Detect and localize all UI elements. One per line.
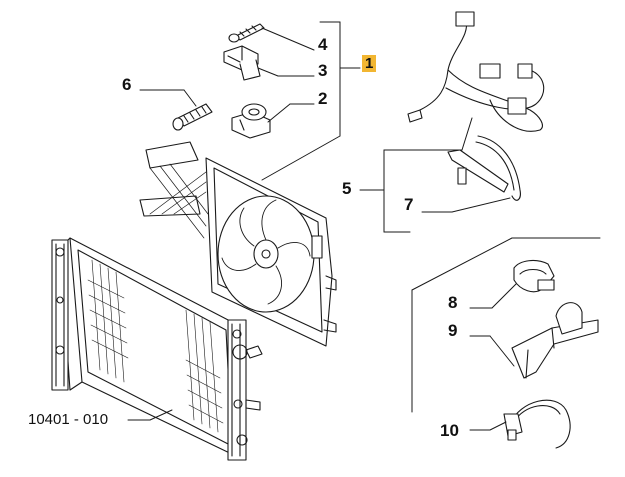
callout-7: 7 [404, 195, 414, 214]
callout-4: 4 [318, 35, 328, 54]
clip-8-drawing [513, 259, 555, 293]
stud-bolt-drawing [172, 103, 213, 131]
callout-9: 9 [448, 321, 458, 340]
cable-tie-10-drawing [503, 399, 571, 449]
callout-1: 1 [362, 55, 377, 72]
wiring-harness-drawing [407, 11, 545, 132]
callout-5: 5 [342, 179, 352, 198]
callout-8: 8 [448, 293, 458, 312]
callout-6: 6 [122, 75, 132, 94]
bracket-9-drawing [511, 302, 599, 379]
callout-3: 3 [318, 61, 328, 80]
callout-2: 2 [318, 89, 328, 108]
clip-drawing [223, 45, 261, 81]
leader-lines [127, 21, 601, 431]
bracket-drawing [231, 103, 271, 139]
fan-shroud-drawing [139, 141, 337, 347]
radiator-drawing [51, 237, 263, 461]
screw-drawing [228, 23, 265, 43]
reference-code: 10401 - 010 [28, 411, 109, 428]
callout-10: 10 [440, 421, 459, 440]
cable-tie-7-drawing [447, 135, 521, 201]
